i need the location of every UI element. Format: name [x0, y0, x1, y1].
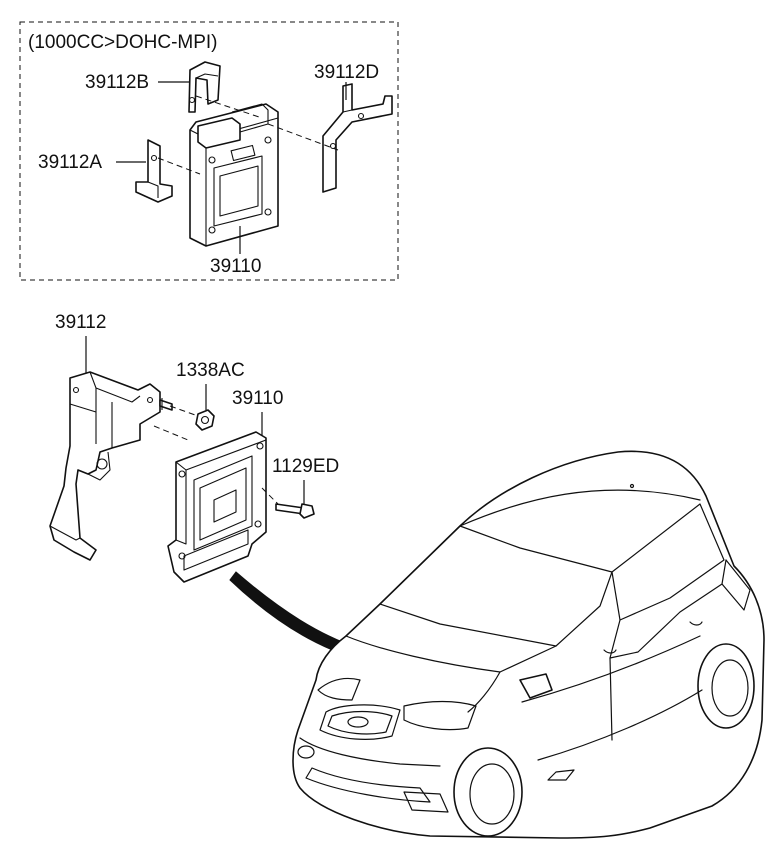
ecu-main-icon [167, 431, 267, 583]
label-39110-variant: 39110 [210, 256, 261, 277]
ecu-module-icon [189, 103, 279, 247]
variant-box-border [19, 21, 399, 281]
label-39112a: 39112A [38, 152, 102, 173]
label-1129ed: 1129ED [272, 456, 339, 477]
main-assembly: 39112 1338AC 39110 [49, 312, 339, 583]
label-1338ac: 1338AC [176, 360, 245, 381]
label-39112d: 39112D [314, 62, 379, 83]
bracket-d-icon [322, 83, 393, 193]
label-39112b: 39112B [85, 72, 149, 93]
variant-box: (1000CC>DOHC-MPI) 39112B 39112D 39112A [19, 21, 399, 281]
stud-icon [159, 398, 173, 411]
nut-icon [195, 409, 215, 431]
label-39112: 39112 [55, 312, 106, 333]
variant-caption: (1000CC>DOHC-MPI) [28, 32, 218, 53]
bracket-icon [49, 371, 161, 561]
car-icon [292, 450, 765, 839]
bracket-a-icon [135, 139, 173, 203]
bracket-b-icon [188, 61, 221, 113]
label-39110-main: 39110 [232, 388, 283, 409]
bolt-icon [275, 503, 315, 519]
